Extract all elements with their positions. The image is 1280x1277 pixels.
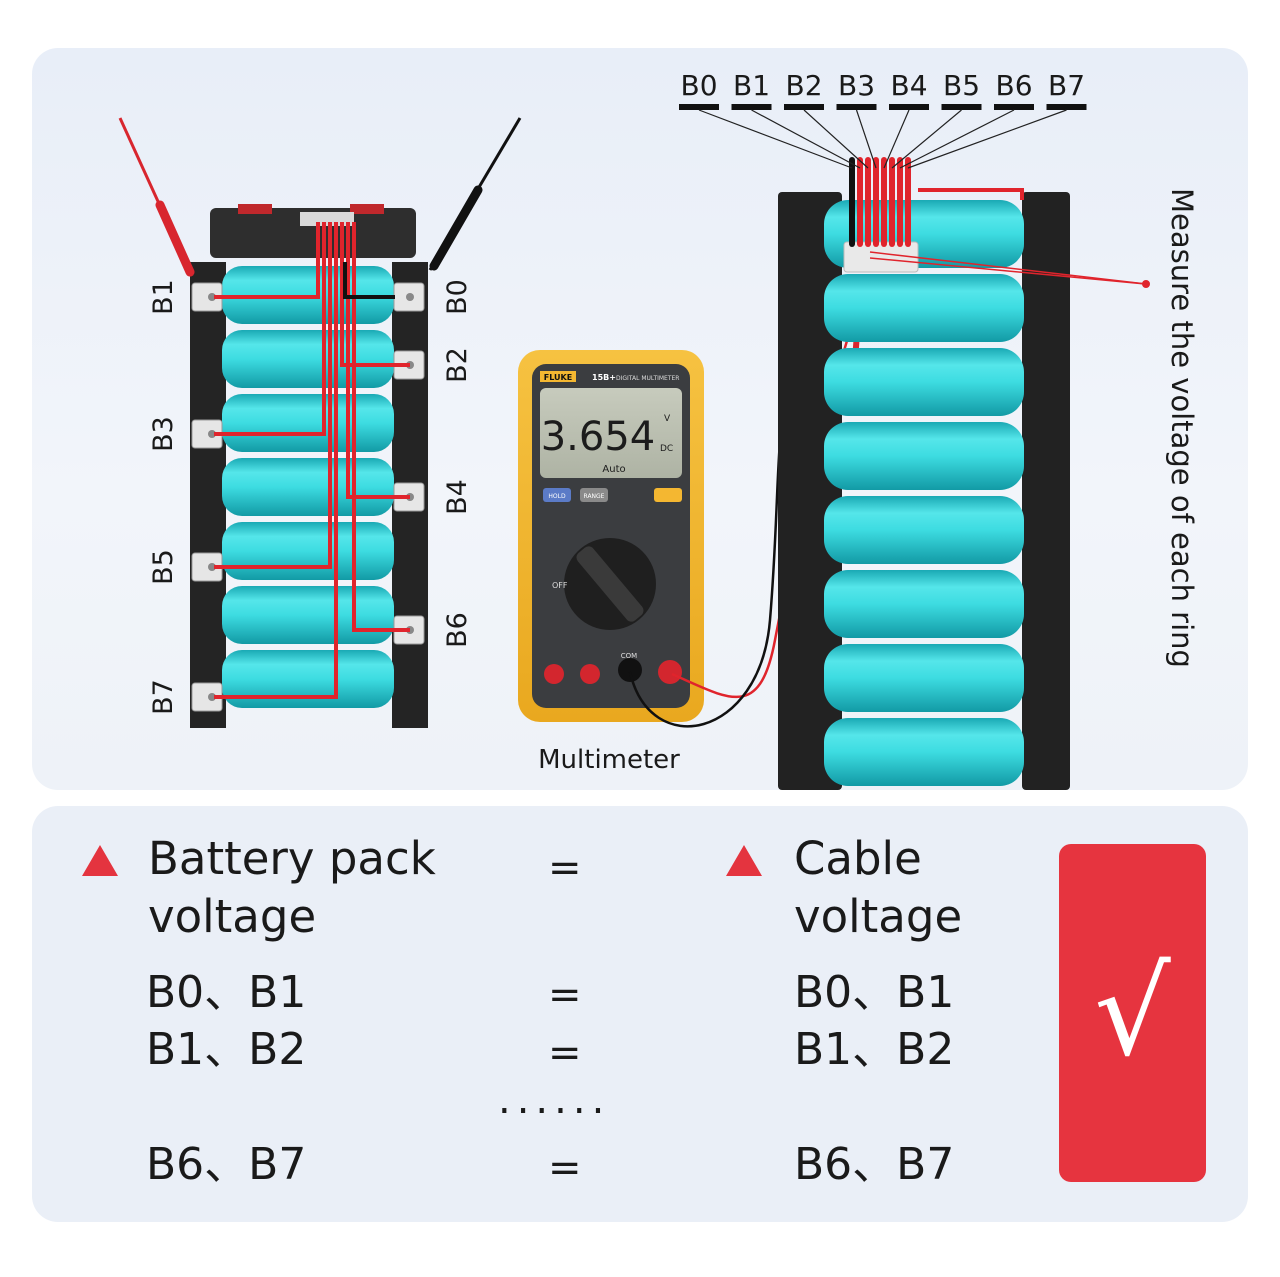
svg-text:RANGE: RANGE [584, 493, 605, 500]
cell [222, 522, 394, 580]
row-1-left: B0、B1 [146, 967, 307, 1018]
cable-label: B2 [785, 69, 822, 102]
side-label: B6 [442, 612, 473, 648]
ellipsis: ...... [498, 1077, 611, 1123]
svg-text:HOLD: HOLD [548, 493, 566, 500]
right-frame-right [1022, 192, 1070, 790]
multimeter-caption: Multimeter [538, 745, 680, 775]
off-label: OFF [552, 581, 568, 590]
side-label: B3 [148, 416, 179, 452]
left-battery-pack [118, 117, 522, 728]
side-label: B2 [442, 347, 473, 383]
cable-labels: B0 B1 B2 B3 B4 B5 B6 B7 [679, 69, 1087, 169]
right-heading: Cable voltage [794, 832, 963, 943]
cable-label: B0 [680, 69, 717, 102]
left-heading: Battery pack voltage [148, 832, 436, 943]
cable-label: B6 [995, 69, 1032, 102]
lcd-reading: 3.654 [541, 414, 656, 460]
annotation-text: Measure the voltage of each ring [1165, 188, 1199, 668]
cable-label: B4 [890, 69, 927, 102]
left-triangle-icon [82, 845, 118, 876]
right-triangle-icon [726, 845, 762, 876]
lcd-display [540, 388, 682, 478]
cell [824, 274, 1024, 342]
cell [824, 348, 1024, 416]
row-2-left: B1、B2 [146, 1024, 307, 1075]
meter-model: 15B+ [592, 373, 616, 382]
red-probe [118, 117, 195, 277]
meter-model-desc: DIGITAL MULTIMETER [616, 375, 679, 382]
cell [222, 650, 394, 708]
row-1-right: B0、B1 [794, 967, 955, 1018]
range-button[interactable] [580, 488, 608, 502]
side-label: B4 [442, 479, 473, 515]
left-cells [222, 266, 394, 708]
cell [824, 718, 1024, 786]
side-label: B0 [442, 279, 473, 315]
check-badge: √ [1059, 844, 1206, 1182]
multimeter: FLUKE 15B+ DIGITAL MULTIMETER 3.654 V DC… [518, 350, 704, 722]
row-2-equals: = [548, 1030, 582, 1076]
comparison-panel [32, 806, 1248, 1222]
cell [222, 458, 394, 516]
cell [824, 496, 1024, 564]
cell [824, 422, 1024, 490]
hold-button[interactable] [543, 488, 571, 502]
cable-label: B3 [838, 69, 875, 102]
cell [824, 570, 1024, 638]
side-label: B5 [148, 549, 179, 585]
heading-equals: = [548, 845, 582, 891]
cable-label: B1 [733, 69, 770, 102]
check-icon: √ [1094, 943, 1171, 1083]
lcd-mode: Auto [602, 464, 625, 475]
meter-brand: FLUKE [544, 373, 572, 382]
row-1-equals: = [548, 972, 582, 1018]
cell [222, 394, 394, 452]
black-probe [428, 117, 522, 271]
cable-label: B7 [1048, 69, 1085, 102]
row-3-left: B6、B7 [146, 1139, 307, 1190]
right-frame-left [778, 192, 842, 790]
yellow-button[interactable] [654, 488, 682, 502]
side-label: B7 [148, 679, 179, 715]
frame-left [190, 262, 226, 728]
row-3-right: B6、B7 [794, 1139, 955, 1190]
lcd-unit-v: V [664, 414, 671, 424]
cell [824, 644, 1024, 712]
com-jack[interactable] [618, 658, 642, 682]
right-battery-pack [778, 157, 1070, 790]
side-label: B1 [148, 279, 179, 315]
row-3-equals: = [548, 1145, 582, 1191]
svg-text:COM: COM [621, 652, 637, 660]
bms-board [210, 208, 416, 258]
cell [222, 586, 394, 644]
row-2-right: B1、B2 [794, 1024, 955, 1075]
volt-jack[interactable] [658, 660, 682, 684]
right-cells [824, 200, 1024, 786]
lcd-unit-dc: DC [660, 444, 673, 454]
cable-label: B5 [943, 69, 980, 102]
cell [222, 330, 394, 388]
